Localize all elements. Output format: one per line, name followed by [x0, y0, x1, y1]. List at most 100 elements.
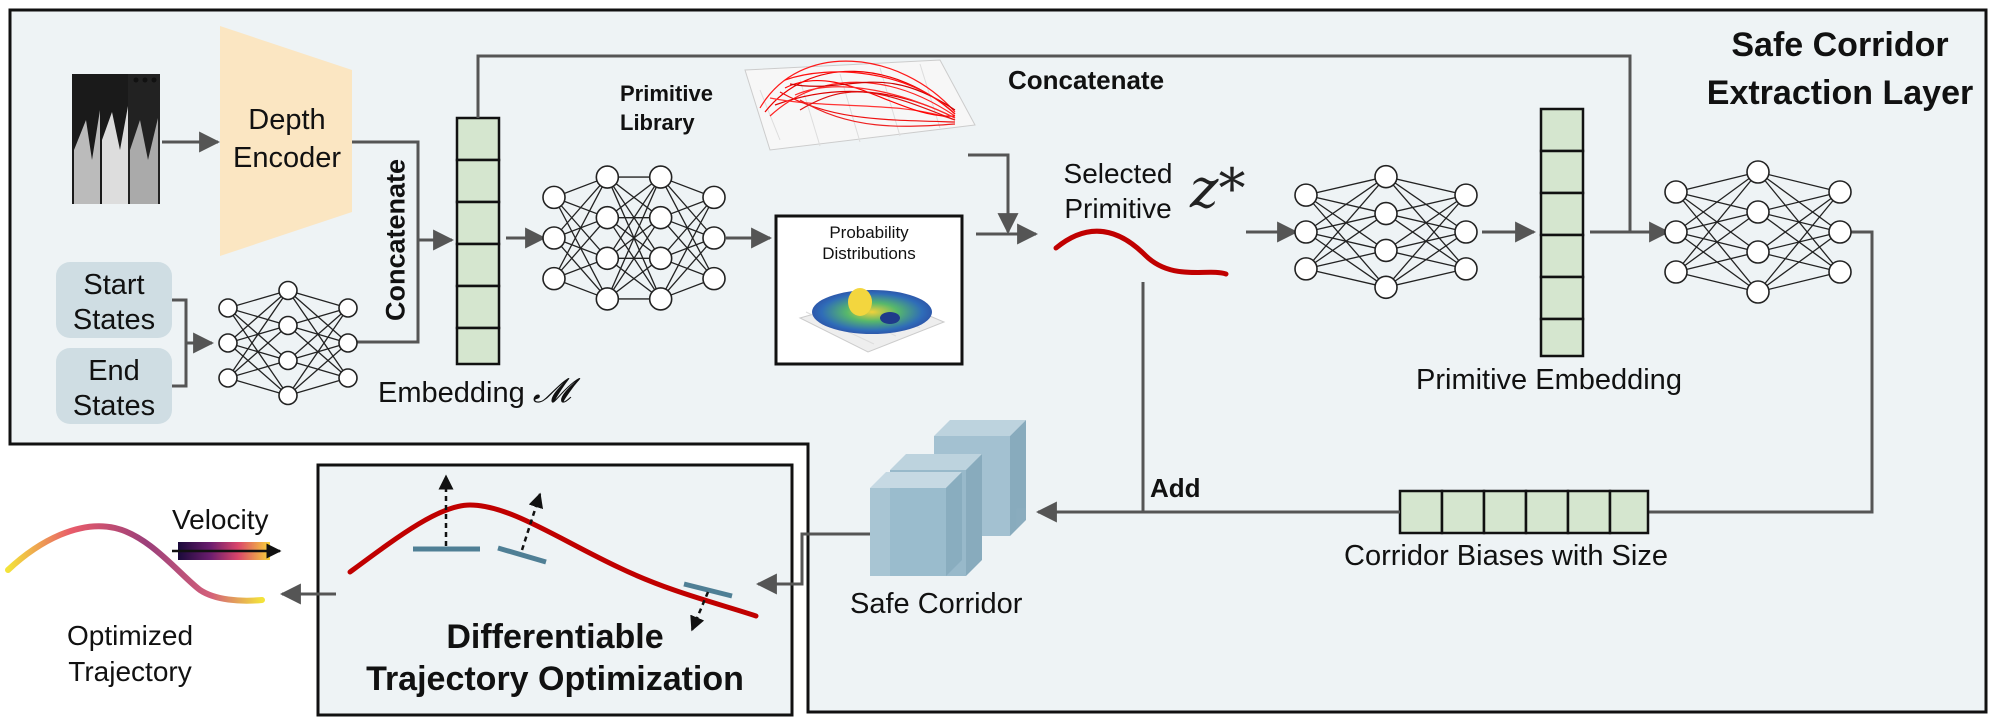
nn-node	[1374, 238, 1398, 263]
end-states-line-1: End	[88, 355, 140, 387]
nn-node	[218, 368, 238, 388]
start-states-pill: Start States	[56, 262, 172, 338]
end-states-pill: End States	[56, 348, 172, 424]
nn-edge	[227, 359, 289, 379]
embedding-column	[455, 116, 501, 366]
nn-edge	[227, 290, 289, 379]
diff-traj-opt-label: Differentiable Trajectory Optimization	[320, 616, 790, 700]
nn-node	[1454, 183, 1478, 207]
panel-title-line-1: Safe Corridor	[1731, 26, 1949, 64]
nn-node	[278, 315, 298, 336]
nn-edge	[1385, 231, 1467, 288]
nn-edge	[227, 289, 289, 309]
nn-edge	[1305, 176, 1387, 270]
nn-edge	[1757, 171, 1841, 193]
nn-edge	[1757, 191, 1841, 293]
nn-node	[1374, 275, 1398, 300]
nn-node	[648, 287, 673, 311]
nn-edge	[227, 325, 289, 379]
nn-node	[1374, 201, 1398, 226]
nn-node	[1664, 220, 1688, 244]
concatenate-top-label: Concatenate	[1008, 65, 1165, 95]
nn-node	[1746, 280, 1770, 304]
depth-encoder-line-1: Depth	[248, 104, 326, 136]
optimization-trajectory-curve	[347, 502, 759, 619]
probability-distributions-label: Probability Distributions	[778, 222, 960, 265]
nn-node	[648, 165, 673, 189]
nn-node	[648, 205, 673, 230]
nn-edge	[660, 237, 715, 300]
nn-edge	[287, 342, 349, 396]
nn-edge	[1385, 176, 1467, 196]
nn-node	[648, 246, 673, 271]
nn-node	[542, 226, 566, 250]
primitive-embedding-label: Primitive Embedding	[1416, 364, 1682, 396]
nn-edge	[227, 290, 289, 344]
nn-node	[1746, 240, 1770, 264]
corridor-biases-row	[1398, 489, 1650, 535]
nn-edge	[1305, 213, 1387, 270]
nn-edge	[606, 176, 662, 300]
nn-edge	[1757, 271, 1841, 293]
optimized-trajectory-line-1: Optimized	[66, 620, 194, 651]
nn-node	[1454, 220, 1478, 244]
nn-node	[1746, 160, 1770, 184]
nn-edge	[606, 217, 662, 300]
nn-node	[1294, 220, 1318, 244]
nn-node	[1294, 183, 1318, 207]
nn-edge	[287, 377, 349, 397]
probability-surface-plot-icon	[798, 288, 946, 353]
primitive-network-icon	[1294, 164, 1478, 300]
nn-edge	[1675, 171, 1759, 233]
nn-edge	[1675, 271, 1759, 293]
nn-edge	[1675, 251, 1759, 273]
primitive-library-label: Primitive Library	[620, 80, 713, 137]
nn-node	[1746, 200, 1770, 224]
embedding-label-text: Embedding	[378, 377, 525, 409]
nn-edge	[1305, 176, 1387, 196]
nn-node	[1374, 164, 1398, 189]
nn-node	[278, 385, 298, 406]
nn-node	[1828, 180, 1852, 204]
nn-node	[595, 287, 620, 311]
nn-edge	[287, 307, 349, 361]
nn-node	[702, 185, 726, 210]
nn-edge	[1385, 194, 1467, 251]
diff-traj-opt-line-1: Differentiable	[446, 618, 664, 656]
depth-encoder-label: Depth Encoder	[222, 102, 352, 177]
safe-corridor-label: Safe Corridor	[850, 588, 1023, 620]
selected-primitive-line-1: Selected	[1063, 158, 1173, 189]
nn-edge	[287, 307, 349, 396]
depth-image-stack-icon	[72, 74, 160, 204]
nn-node	[702, 226, 726, 250]
panel-title: Safe Corridor Extraction Layer	[1690, 22, 1990, 117]
nn-node	[278, 350, 298, 371]
nn-node	[218, 298, 238, 318]
nn-node	[278, 280, 298, 301]
optimized-trajectory-line-2: Trajectory	[68, 656, 192, 688]
nn-edge	[660, 197, 715, 300]
main-network-icon	[542, 165, 726, 311]
nn-edge	[1385, 194, 1467, 288]
nn-edge	[1675, 211, 1759, 273]
nn-edge	[553, 176, 608, 239]
primitive-embedding-column	[1539, 107, 1585, 358]
nn-edge	[553, 217, 608, 280]
nn-node	[338, 368, 358, 388]
nn-edge	[287, 289, 349, 309]
nn-edge	[1757, 231, 1841, 293]
nn-edge	[606, 176, 662, 259]
panel-title-line-2: Extraction Layer	[1706, 73, 1974, 112]
bias-network-icon	[1664, 160, 1852, 304]
nn-node	[338, 298, 358, 318]
primitive-library-line-1: Primitive	[620, 81, 713, 106]
optimized-trajectory-label: Optimized Trajectory	[40, 618, 220, 691]
z-star-symbol: z*	[1190, 157, 1246, 220]
nn-node	[338, 333, 358, 353]
selected-primitive-label: Selected Primitive	[1046, 156, 1190, 226]
primitive-library-line-2: Library	[620, 109, 695, 135]
nn-node	[595, 205, 620, 230]
state-network-icon	[218, 280, 358, 406]
end-states-line-2: States	[72, 390, 156, 423]
